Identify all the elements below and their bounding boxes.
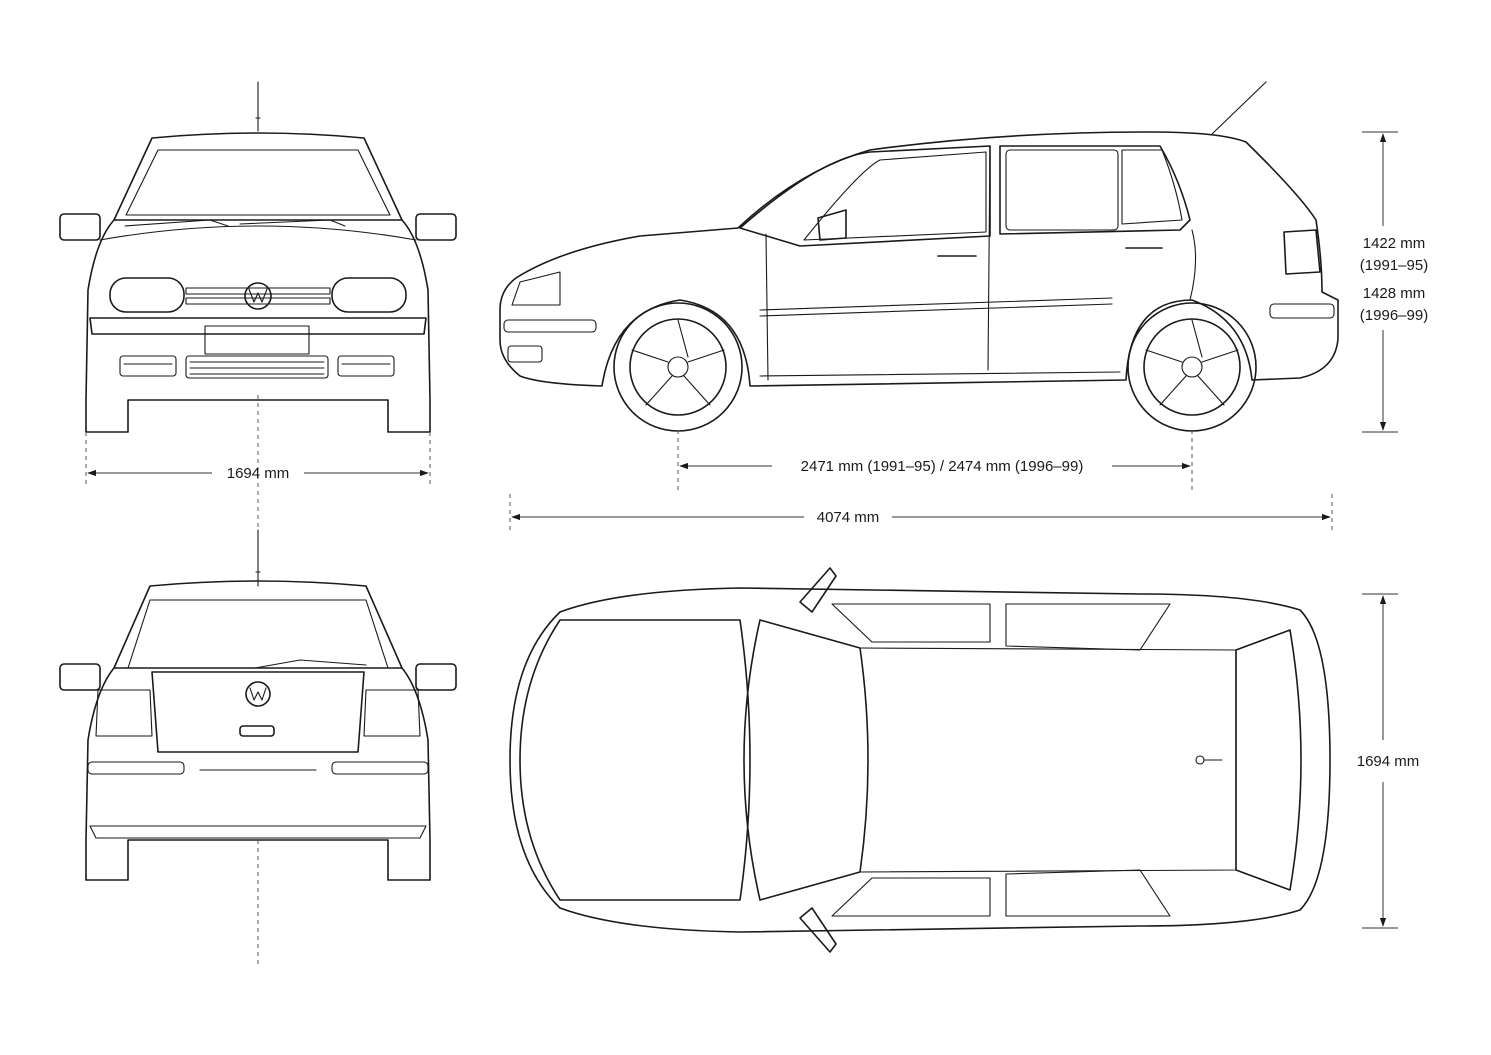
height-label-4: (1996–99) [1360,307,1428,324]
side-view [499,81,1398,530]
top-width-label: 1694 mm [1357,753,1420,770]
height-label-2: (1991–95) [1360,257,1428,274]
top-view [509,567,1398,953]
rear-view [59,529,457,965]
height-label-3: 1428 mm [1363,285,1426,302]
front-view [59,81,457,565]
length-label: 4074 mm [817,509,880,526]
wheelbase-label: 2471 mm (1991–95) / 2474 mm (1996–99) [801,458,1084,475]
front-width-label: 1694 mm [227,465,290,482]
height-label-1: 1422 mm [1363,235,1426,252]
